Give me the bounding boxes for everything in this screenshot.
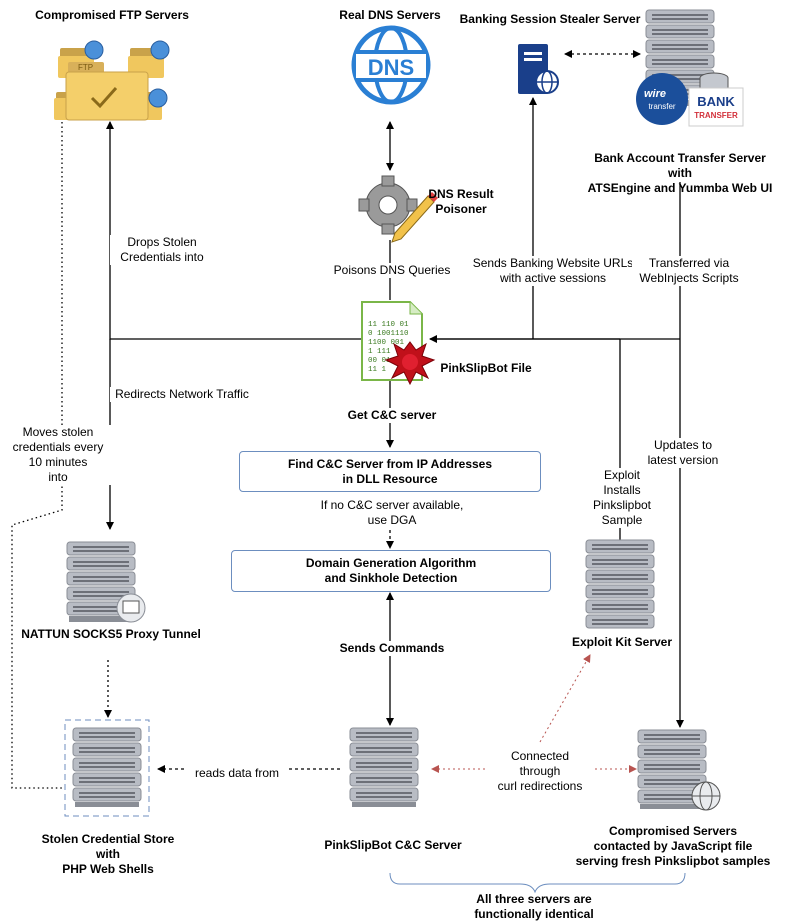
moves-creds-label: Moves stolen credentials every 10 minute… — [2, 425, 114, 485]
monitor-icon — [116, 593, 146, 623]
banking-stealer-label: Banking Session Stealer Server — [459, 12, 641, 26]
compromised-servers-label: Compromised Servers contacted by JavaScr… — [575, 824, 771, 868]
transferred-label: Transferred via WebInjects Scripts — [632, 256, 746, 286]
credential-store-icon — [64, 719, 150, 817]
folder-icon: FTP — [65, 62, 149, 121]
binary-line-0: 11 110 01 — [368, 321, 409, 329]
get-cc-label: Get C&C server — [334, 408, 450, 423]
proxy-server-icon — [66, 541, 146, 623]
drops-creds-label: Drops Stolen Credentials into — [110, 235, 214, 265]
poisons-dns-label: Poisons DNS Queries — [327, 263, 457, 278]
no-cc-label: If no C&C server available, use DGA — [302, 498, 482, 528]
pinkslipbot-file-label: PinkSlipBot File — [440, 361, 532, 375]
identical-label: All three servers are functionally ident… — [474, 892, 594, 921]
cc-server-label: PinkSlipBot C&C Server — [324, 838, 462, 852]
dns-poisoner-label: DNS Result Poisoner — [428, 187, 494, 216]
binary-line-3: 1 111 — [368, 348, 391, 356]
brace — [389, 872, 686, 894]
ftp-servers-label: Compromised FTP Servers — [35, 8, 189, 22]
binary-line-1: 0 1001110 — [368, 330, 409, 338]
reads-data-label: reads data from — [186, 766, 288, 781]
bank-transfer-badge — [688, 87, 744, 127]
svg-text:transfer: transfer — [648, 102, 675, 111]
sends-urls-label: Sends Banking Website URLs with active s… — [462, 256, 644, 286]
dns-globe-icon: DNS — [351, 25, 431, 105]
edge-left-trunk — [106, 121, 390, 340]
splat-icon — [384, 341, 436, 386]
svg-text:TRANSFER: TRANSFER — [694, 111, 738, 120]
ftp-folders-icon: FTP — [54, 40, 170, 121]
edge-connected-up — [539, 654, 591, 743]
wire-transfer-badge — [636, 73, 688, 125]
exploit-label: Exploit Installs Pinkslipbot Sample — [580, 468, 664, 528]
binary-line-4: 00 01 — [368, 357, 391, 365]
dns-badge: DNS — [368, 55, 414, 80]
cc-server-icon — [349, 727, 419, 807]
dga-box: Domain Generation Algorithm and Sinkhole… — [231, 550, 551, 592]
pencil-icon — [391, 192, 438, 243]
folder-icon — [128, 40, 170, 78]
binary-line-5: 11 1 — [368, 366, 387, 374]
gear-icon — [358, 175, 418, 235]
exploit-kit-server-icon — [585, 539, 655, 629]
binary-line-2: 1100 001 — [368, 339, 405, 347]
connected-label: Connected through curl redirections — [486, 749, 594, 794]
exploit-kit-label: Exploit Kit Server — [571, 635, 673, 649]
redirects-label: Redirects Network Traffic — [110, 387, 254, 402]
bank-transfer-server-icon: wire transfer BANK TRANSFER — [636, 9, 744, 127]
updates-label: Updates to latest version — [642, 438, 724, 468]
sends-commands-label: Sends Commands — [334, 641, 450, 656]
proxy-tunnel-label: NATTUN SOCKS5 Proxy Tunnel — [21, 627, 201, 641]
svg-text:BANK: BANK — [697, 94, 735, 109]
compromised-servers-icon — [637, 729, 721, 811]
dns-servers-label: Real DNS Servers — [339, 8, 441, 22]
bank-transfer-label: Bank Account Transfer Server with ATSEng… — [587, 151, 773, 195]
find-cc-box: Find C&C Server from IP Addresses in DLL… — [239, 451, 541, 492]
server-globe-icon — [518, 44, 559, 94]
globe-icon — [691, 781, 721, 811]
svg-text:wire: wire — [644, 88, 666, 100]
ftp-badge: FTP — [78, 63, 93, 72]
credential-store-label: Stolen Credential Store with PHP Web She… — [41, 832, 175, 876]
